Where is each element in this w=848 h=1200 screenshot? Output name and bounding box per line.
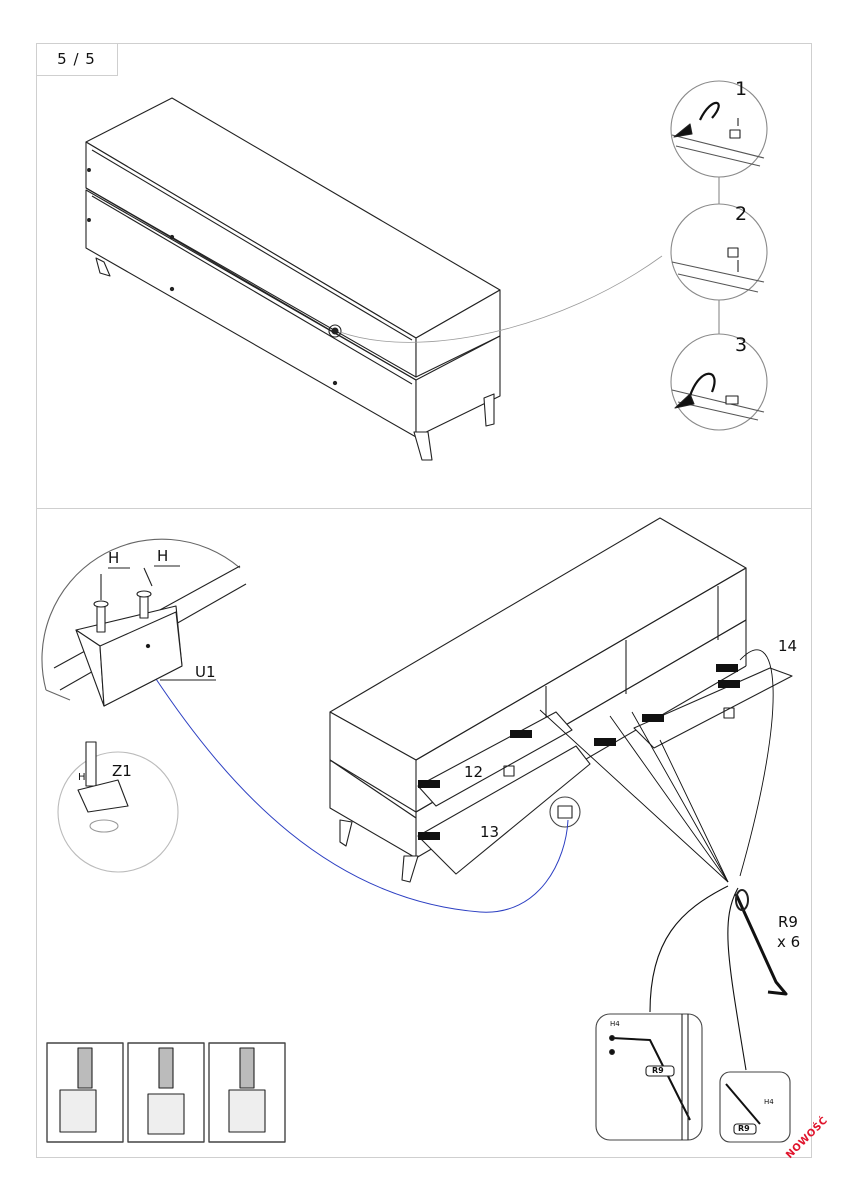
- hinge-label: Z1: [112, 762, 132, 780]
- lower-details: [595, 885, 791, 1143]
- detail-left-tool: R9: [652, 1066, 664, 1075]
- bracket-detail: [41, 538, 247, 707]
- tool-label: R9: [778, 913, 798, 931]
- step-2-number: 2: [735, 203, 748, 225]
- door-label-13: 13: [480, 823, 500, 841]
- cabinet-open-view: [153, 517, 793, 913]
- step-3-number: 3: [735, 334, 748, 356]
- bracket-label: U1: [195, 663, 216, 681]
- detail-right-tool: R9: [738, 1124, 750, 1133]
- section-divider: [36, 508, 812, 509]
- tool-r9: [734, 889, 788, 996]
- door-label-14: 14: [778, 637, 798, 655]
- page-frame: [36, 43, 812, 1158]
- hinge-detail: [57, 741, 179, 873]
- screw-label-right: H: [157, 547, 169, 565]
- screw-label-left: H: [108, 549, 120, 567]
- detail-left-screw: H4: [610, 1020, 620, 1028]
- hinge-screw-label: H: [78, 772, 86, 783]
- page-number: 5 / 5: [36, 43, 118, 76]
- step-details: [670, 80, 768, 431]
- cabinet-top-view: [85, 97, 663, 461]
- step-1-number: 1: [735, 78, 748, 100]
- hinge-thumbnails: [46, 1042, 286, 1143]
- door-label-12: 12: [464, 763, 484, 781]
- detail-right-screw: H4: [764, 1098, 774, 1106]
- tool-quantity: x 6: [777, 933, 801, 951]
